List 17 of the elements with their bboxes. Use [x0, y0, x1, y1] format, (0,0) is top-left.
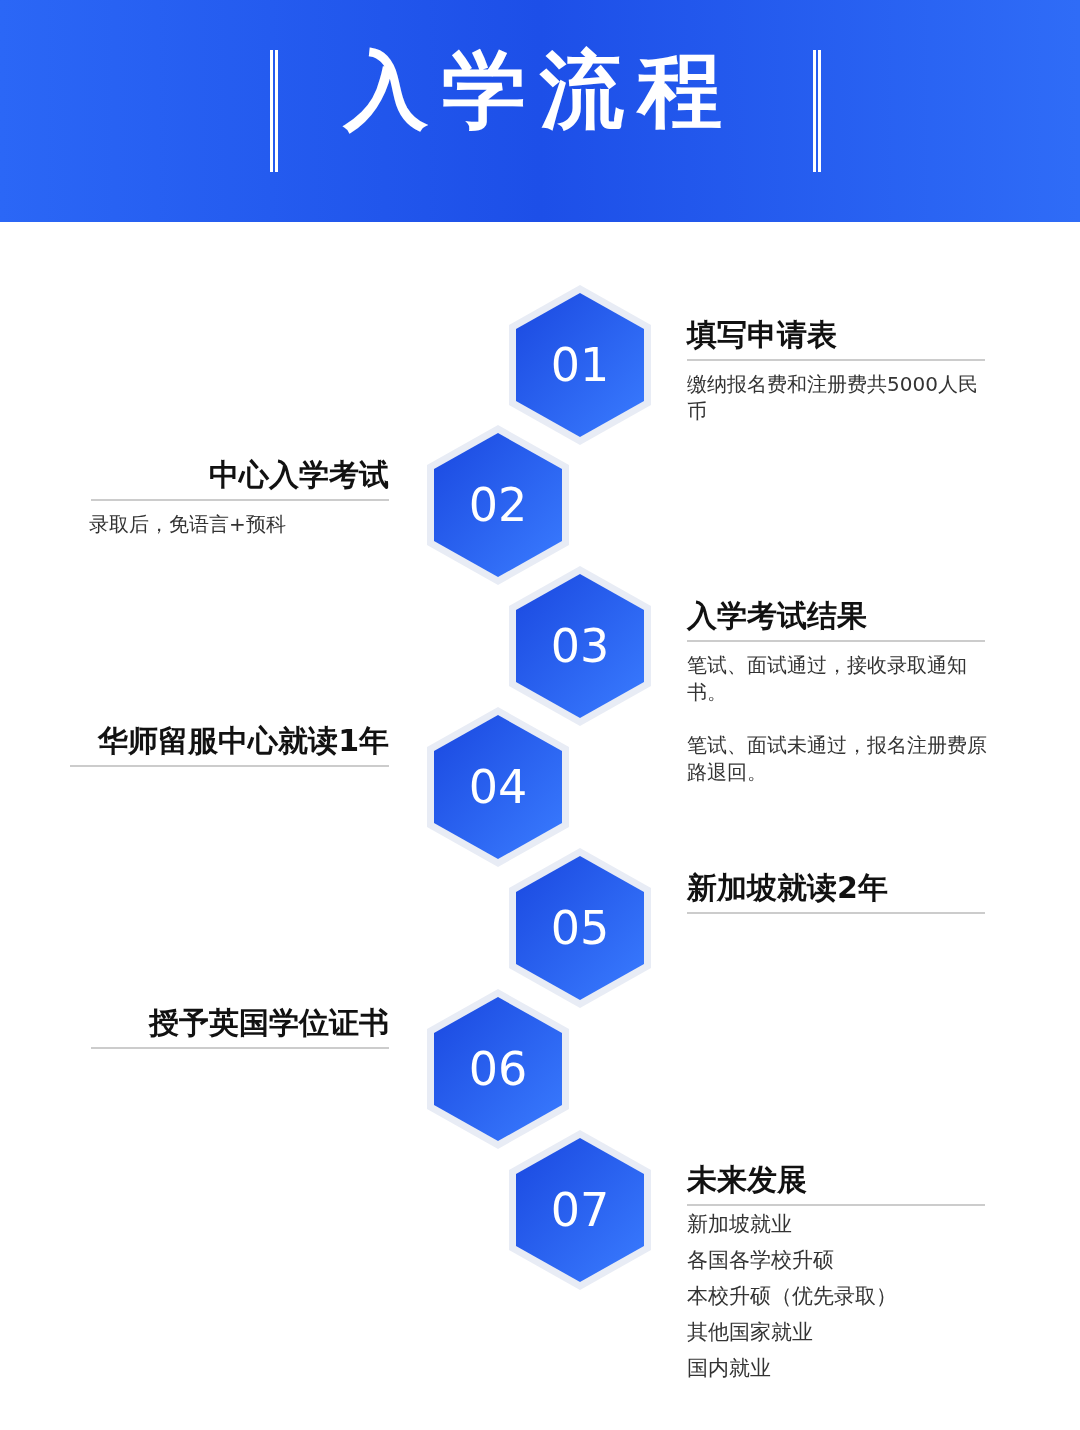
list-item: 国内就业	[687, 1355, 771, 1382]
list-item: 各国各学校升硕	[687, 1247, 834, 1274]
step-heading: 授予英国学位证书	[91, 1003, 389, 1049]
step-description: 缴纳报名费和注册费共5000人民币	[687, 371, 979, 425]
step-heading: 填写申请表	[687, 315, 985, 361]
step-heading: 未来发展	[687, 1160, 985, 1206]
step-heading: 华师留服中心就读1年	[70, 721, 389, 767]
step-heading: 中心入学考试	[91, 455, 389, 501]
step-description: 笔试、面试未通过，报名注册费原路退回。	[687, 732, 988, 786]
step-description: 录取后，免语言+预科	[89, 511, 287, 538]
step-heading: 新加坡就读2年	[687, 868, 985, 914]
list-item: 本校升硕（优先录取）	[687, 1283, 897, 1310]
page-title: 入学流程	[341, 40, 737, 140]
list-item: 新加坡就业	[687, 1211, 792, 1238]
list-item: 其他国家就业	[687, 1319, 813, 1346]
step-description: 笔试、面试通过，接收录取通知书。	[687, 652, 968, 706]
step-heading: 入学考试结果	[687, 596, 985, 642]
